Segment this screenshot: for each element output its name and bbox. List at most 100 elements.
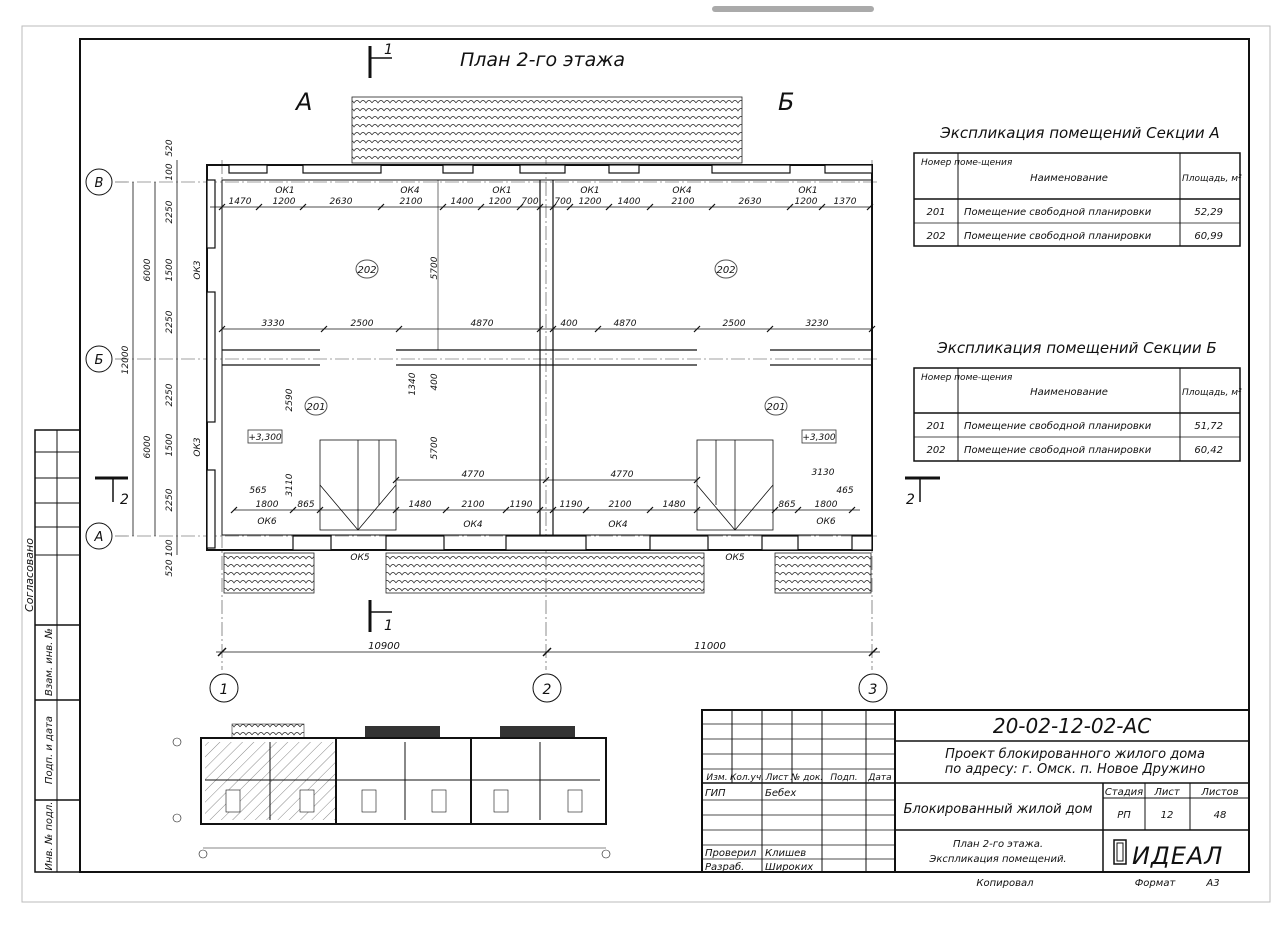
- svg-text:1: 1: [384, 42, 393, 58]
- svg-text:В: В: [95, 176, 104, 191]
- explication-a-title: Экспликация помещений Секции А: [939, 124, 1219, 142]
- dimension-label: 2100: [672, 197, 695, 207]
- stair-right: [696, 439, 774, 531]
- dimension-tick: [549, 203, 557, 211]
- dimension-label: 1200: [795, 197, 818, 207]
- section-letter-a: А: [294, 88, 312, 116]
- dimension-label: 2100: [609, 500, 632, 510]
- walls: [206, 164, 873, 551]
- header-num: Номер поме-щения: [921, 373, 1013, 383]
- dimension-tick: [542, 476, 550, 484]
- project-line-2: по адресу: г. Омск. п. Новое Дружино: [945, 762, 1206, 777]
- dimension-label: 1200: [489, 197, 512, 207]
- dimension-label: 1480: [663, 500, 686, 510]
- dimension-label: 2250: [165, 310, 175, 333]
- key-plan: [172, 723, 611, 859]
- dimension-tick: [516, 203, 524, 211]
- dimension-label: 1190: [510, 500, 533, 510]
- dimension-label: 700: [521, 197, 538, 207]
- axis-marker-1: 1: [209, 673, 239, 703]
- windows: [206, 164, 873, 551]
- dimension-label: 520: [165, 559, 175, 576]
- axis-marker-a: А: [85, 522, 113, 550]
- stage-value: 48: [1214, 810, 1227, 821]
- axis-marker-b: Б: [85, 345, 113, 373]
- opening-label: ОК5: [350, 553, 369, 563]
- dimension-label: 1800: [815, 500, 838, 510]
- dimension-label: 4770: [611, 470, 634, 480]
- level-mark: +3,300: [248, 433, 282, 443]
- svg-text:3: 3: [869, 682, 878, 698]
- cut-mark-1-bottom: 1: [368, 600, 393, 634]
- col-header: № док.: [790, 773, 823, 783]
- dimension-label: 1370: [834, 197, 857, 207]
- dimension-tick: [255, 203, 263, 211]
- axis-marker-v: В: [85, 168, 113, 196]
- building-name: Блокированный жилой дом: [904, 802, 1093, 817]
- dimension-tick: [536, 203, 544, 211]
- logo-text: ИДЕАЛ: [1132, 842, 1223, 870]
- dimension-label: 1400: [618, 197, 641, 207]
- dimension-tick: [218, 203, 226, 211]
- scroll-indicator[interactable]: [712, 6, 874, 12]
- dimension-label: 5700: [430, 256, 440, 279]
- dimension-label: 2590: [285, 388, 295, 411]
- dimension-label: 1480: [409, 500, 432, 510]
- explication-b: Экспликация помещений Секции Б Номер пом…: [913, 339, 1242, 462]
- dimension-label: 1340: [408, 372, 418, 395]
- header-area: Площадь, м²: [1182, 388, 1242, 398]
- project-line-1: Проект блокированного жилого дома: [945, 747, 1205, 762]
- dimension-tick: [439, 203, 447, 211]
- dimension-tick: [693, 476, 701, 484]
- dimension-tick: [848, 506, 856, 514]
- cut-mark-1-top: 1: [368, 42, 393, 78]
- col-header: Дата: [867, 773, 891, 783]
- dimension-tick: [693, 325, 701, 333]
- dimension-tick: [536, 325, 544, 333]
- dimension-tick: [866, 203, 874, 211]
- room-tag: 202: [357, 265, 376, 276]
- doc-code: 20-02-12-02-АС: [993, 714, 1151, 738]
- dimension-label: 2100: [400, 197, 423, 207]
- col-header: Лист: [765, 773, 790, 783]
- dimension-tick: [218, 325, 226, 333]
- dimension-label: 6000: [143, 435, 153, 458]
- dimension-label: 865: [297, 500, 314, 510]
- room-tag: 202: [716, 265, 735, 276]
- dimension-tick: [566, 203, 574, 211]
- left-dim-lines: [132, 160, 178, 555]
- side-label-agreed: Согласовано: [23, 538, 36, 612]
- dimension-label: 2500: [351, 319, 374, 329]
- role-label: ГИП: [705, 788, 726, 799]
- dimension-label: 100: [165, 539, 175, 556]
- role-label: Разраб.: [705, 861, 744, 873]
- header-name: Наименование: [1030, 387, 1108, 398]
- stage-header: Листов: [1200, 787, 1238, 798]
- cell: 60,42: [1194, 445, 1223, 456]
- dimension-label: 400: [560, 319, 577, 329]
- opening-label: ОК1: [580, 186, 599, 196]
- room-tag: 201: [306, 402, 325, 413]
- level-mark: +3,300: [802, 433, 836, 443]
- cell: 202: [926, 445, 945, 456]
- cell: 201: [926, 421, 945, 432]
- dimension-label: 6000: [143, 258, 153, 281]
- stage-header: Лист: [1153, 787, 1181, 798]
- dimension-tick: [818, 203, 826, 211]
- dimension-label: 1500: [165, 433, 175, 456]
- dimension-tick: [693, 506, 701, 514]
- explication-b-title: Экспликация помещений Секции Б: [936, 339, 1216, 357]
- roof-bottom-right: [774, 552, 872, 594]
- dimension-tick: [605, 203, 613, 211]
- svg-text:2: 2: [906, 492, 915, 508]
- cut-mark-2-right: 2: [905, 476, 940, 508]
- svg-text:2: 2: [120, 492, 129, 508]
- stair-left: [319, 439, 397, 531]
- role-label: Проверил: [705, 848, 757, 859]
- dimension-tick: [582, 506, 590, 514]
- stage-value: 12: [1161, 810, 1174, 821]
- dimension-tick: [868, 325, 876, 333]
- cell: 51,72: [1194, 421, 1223, 432]
- dimension-label: 1190: [560, 500, 583, 510]
